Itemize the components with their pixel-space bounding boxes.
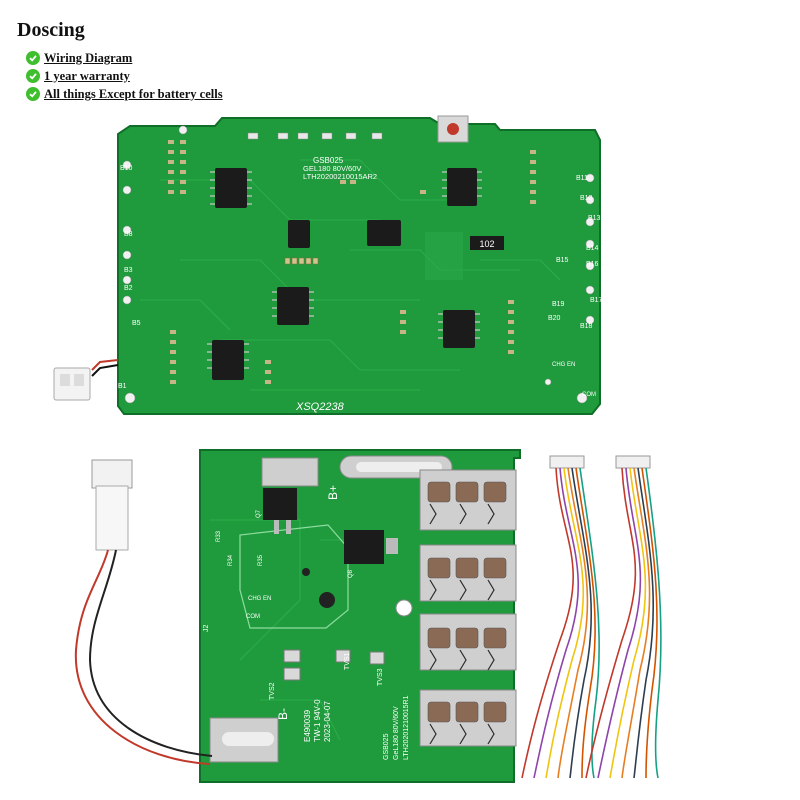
- label-chg-en: CHG EN: [552, 362, 575, 368]
- brand-name: Doscing: [17, 19, 85, 41]
- label-q8: Q8: [348, 569, 354, 578]
- label-tvs1: TVS1: [344, 652, 351, 670]
- label-r34: R34: [228, 554, 234, 566]
- label-b15: B15: [556, 257, 569, 264]
- label-b12: B12: [580, 195, 593, 202]
- label-b17: B17: [590, 297, 603, 304]
- date-mark: 2023-04-07: [323, 701, 332, 742]
- label-com: COM: [246, 614, 260, 620]
- check-circle-icon: [26, 87, 40, 101]
- label-b14: B14: [586, 245, 599, 252]
- cert-mark: E490039: [303, 709, 312, 742]
- label-b16: B16: [586, 261, 599, 268]
- label-b13: B13: [588, 215, 601, 222]
- check-circle-icon: [26, 51, 40, 65]
- label-b18: B18: [580, 323, 593, 330]
- label-tvs2: TVS2: [269, 682, 276, 700]
- main-board: 102: [53, 115, 603, 415]
- resistor-code: 102: [479, 239, 494, 249]
- board-code: LTH20200210015AR2: [303, 172, 377, 181]
- label-b20: B20: [548, 315, 561, 322]
- check-circle-icon: [26, 69, 40, 83]
- label-b3: B3: [124, 267, 133, 274]
- label-com: COM: [582, 392, 596, 398]
- feature-label: Wiring Diagram: [44, 50, 133, 65]
- feature-item: All things Except for battery cells: [26, 85, 223, 103]
- board-variant: GEL180 80V/60V: [303, 164, 361, 173]
- label-chg-en: CHG EN: [248, 596, 271, 602]
- terminal-plus: B+: [326, 485, 340, 500]
- lower-board: B+ B- Q7 Q8 TVS1 TVS2 TVS3 R33 R34 R35 C…: [74, 449, 521, 783]
- lower-model: GSB025: [383, 733, 390, 760]
- label-b2: B2: [124, 285, 133, 292]
- lower-code: LTH20201210015R1: [403, 695, 410, 760]
- label-b5: B5: [132, 320, 141, 327]
- ribbon-cables: [521, 455, 662, 779]
- label-b19: B19: [552, 301, 565, 308]
- board-model: GSB025: [313, 156, 344, 165]
- feature-list: Wiring Diagram 1 year warranty All thing…: [26, 49, 223, 103]
- label-q7: Q7: [256, 509, 262, 518]
- label-j2: J2: [203, 625, 210, 633]
- label-b8: B8: [124, 231, 133, 238]
- feature-item: 1 year warranty: [26, 67, 223, 85]
- rating-mark: TW-1 94V-0: [313, 699, 322, 742]
- label-b10: B10: [120, 165, 133, 172]
- feature-label: 1 year warranty: [44, 68, 130, 83]
- feature-label: All things Except for battery cells: [44, 86, 223, 101]
- label-r33: R33: [216, 530, 222, 542]
- label-b1: B1: [118, 383, 127, 390]
- terminal-minus: B-: [276, 708, 290, 720]
- label-r35: R35: [258, 554, 264, 566]
- label-tvs3: TVS3: [377, 668, 384, 686]
- feature-item: Wiring Diagram: [26, 49, 223, 67]
- lower-variant: GeL180 80V/60V: [393, 706, 400, 760]
- label-b11: B11: [576, 175, 588, 182]
- board-serial: XSQ2238: [295, 401, 345, 413]
